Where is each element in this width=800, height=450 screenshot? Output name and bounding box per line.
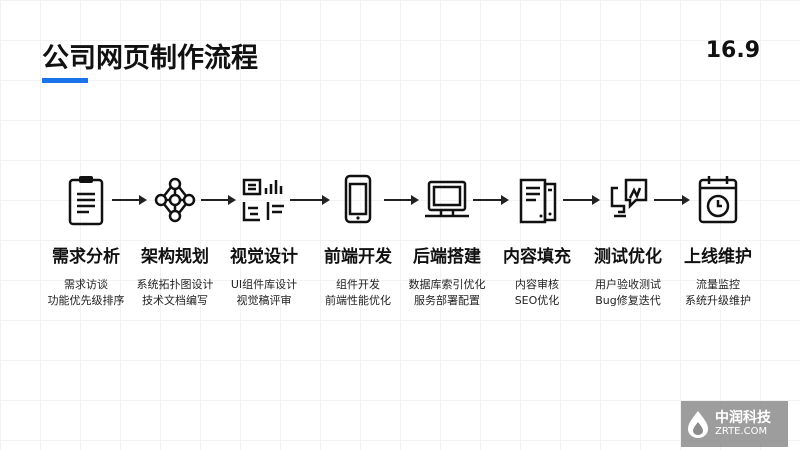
test-monitor-icon	[610, 178, 648, 218]
process-step: 架构规划 系统拓扑图设计技术文档编写	[125, 172, 225, 309]
title-underline	[42, 78, 88, 83]
process-step: 内容填充 内容审核 SEO优化	[487, 172, 587, 309]
arrow-right-icon	[473, 195, 509, 205]
flame-logo-icon	[688, 411, 708, 438]
documents-icon	[519, 178, 557, 224]
page-number: 16.9	[705, 38, 760, 63]
step-description: 内容审核 SEO优化	[487, 277, 587, 309]
step-title: 后端搭建	[413, 247, 481, 267]
step-title: 测试优化	[594, 247, 662, 267]
step-title: 架构规划	[141, 247, 209, 267]
watermark-domain: ZRTE.COM	[715, 426, 768, 437]
step-detail: 内容审核	[515, 278, 559, 291]
arrow-right-icon	[201, 195, 236, 205]
step-description: 系统拓扑图设计技术文档编写	[125, 277, 225, 309]
step-detail: 技术文档编写	[142, 294, 208, 307]
design-layout-icon	[242, 178, 284, 222]
step-description: 需求访谈功能优先级排序	[36, 277, 136, 309]
process-step: 前端开发 组件开发前端性能优化	[308, 172, 408, 309]
arrow-right-icon	[290, 195, 330, 205]
arrow-right-icon	[563, 195, 600, 205]
network-icon	[154, 177, 196, 223]
process-step: 测试优化 用户验收测试 Bug修复迭代	[578, 172, 678, 309]
step-description: 用户验收测试 Bug修复迭代	[578, 277, 678, 309]
clipboard-icon	[68, 176, 104, 226]
step-description: 组件开发前端性能优化	[308, 277, 408, 309]
step-detail: UI组件库设计	[230, 278, 298, 291]
arrow-right-icon	[384, 195, 419, 205]
step-title: 内容填充	[503, 247, 571, 267]
arrow-right-icon	[654, 195, 690, 205]
step-description: 流量监控系统升级维护	[668, 277, 768, 309]
step-detail: 组件开发	[336, 278, 380, 291]
step-title: 视觉设计	[230, 247, 298, 267]
process-step: 上线维护 流量监控系统升级维护	[668, 172, 768, 309]
smartphone-icon	[344, 174, 372, 224]
arrow-right-icon	[112, 195, 147, 205]
calendar-clock-icon	[698, 176, 738, 224]
process-step: 后端搭建 数据库索引优化服务部署配置	[397, 172, 497, 309]
step-detail: 需求访谈	[64, 278, 108, 291]
step-description: UI组件库设计视觉稿评审	[214, 277, 314, 309]
step-detail: 视觉稿评审	[236, 294, 292, 307]
step-title: 前端开发	[324, 247, 392, 267]
process-step: 需求分析 需求访谈功能优先级排序	[36, 172, 136, 309]
step-title: 需求分析	[52, 247, 120, 267]
page-title: 公司网页制作流程	[42, 43, 258, 74]
step-detail: SEO优化	[514, 294, 560, 307]
step-detail: Bug修复迭代	[595, 294, 661, 307]
step-detail: 服务部署配置	[414, 294, 480, 307]
watermark-name: 中润科技	[715, 410, 771, 426]
step-detail: 系统拓扑图设计	[136, 278, 214, 291]
step-detail: 流量监控	[696, 278, 740, 291]
step-detail: 系统升级维护	[685, 294, 751, 307]
laptop-icon	[425, 180, 469, 218]
step-title: 上线维护	[684, 247, 752, 267]
step-detail: 数据库索引优化	[408, 278, 486, 291]
step-detail: 前端性能优化	[325, 294, 391, 307]
step-detail: 功能优先级排序	[47, 294, 125, 307]
step-detail: 用户验收测试	[595, 278, 661, 291]
process-step: 视觉设计 UI组件库设计视觉稿评审	[214, 172, 314, 309]
step-description: 数据库索引优化服务部署配置	[397, 277, 497, 309]
